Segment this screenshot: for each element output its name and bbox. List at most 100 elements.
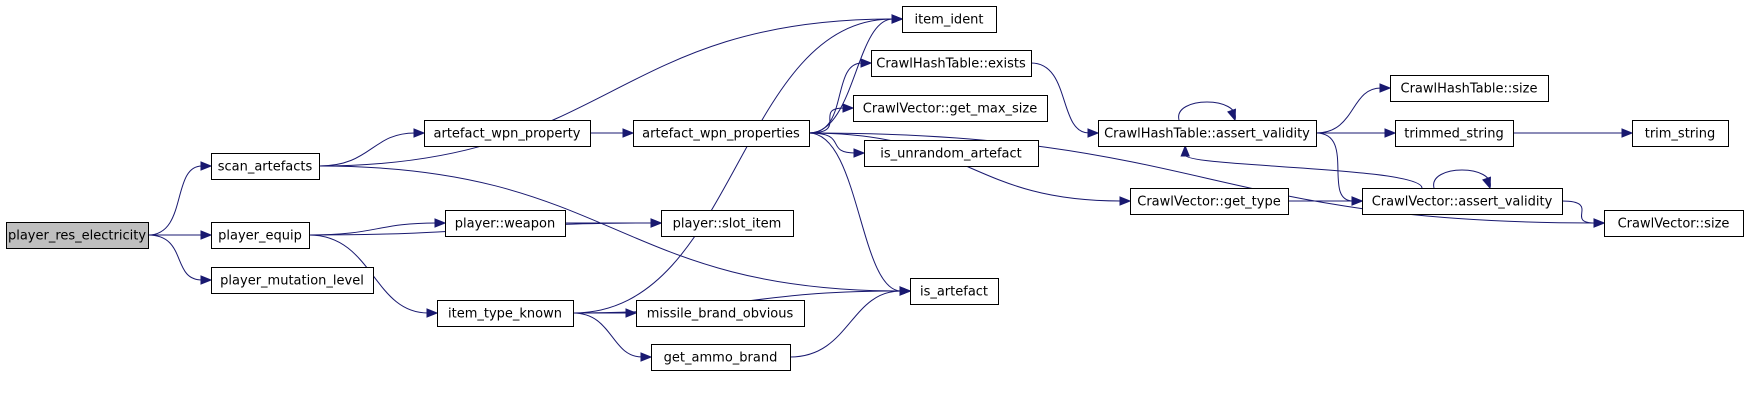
node-label: player::slot_item bbox=[673, 217, 782, 232]
arrowhead-player_res_electricity-to-player_equip bbox=[200, 230, 213, 240]
node-box bbox=[853, 95, 1048, 122]
node-chash_size[interactable]: CrawlHashTable::size bbox=[1390, 75, 1549, 102]
node-label: CrawlHashTable::assert_validity bbox=[1104, 127, 1310, 142]
edge-player_res_electricity-to-player_mutation_level bbox=[147, 234, 203, 281]
node-box bbox=[445, 210, 566, 237]
node-box bbox=[902, 6, 997, 33]
arrowhead-chash_assert_validity-to-chash_assert_validity bbox=[1227, 108, 1237, 122]
edge-scan_artefacts-to-artefact_wpn_property bbox=[318, 132, 416, 167]
node-cvec_get_type[interactable]: CrawlVector::get_type bbox=[1130, 188, 1289, 215]
arrowhead-item_type_known-to-missile_brand_obvious bbox=[625, 308, 638, 318]
arrowhead-player_weapon-to-player_slot_item bbox=[650, 218, 663, 228]
node-chash_assert_validity[interactable]: CrawlHashTable::assert_validity bbox=[1098, 120, 1317, 147]
node-label: is_unrandom_artefact bbox=[880, 147, 1021, 162]
node-box bbox=[1390, 75, 1549, 102]
node-trim_string[interactable]: trim_string bbox=[1632, 120, 1729, 147]
node-label: CrawlVector::get_max_size bbox=[863, 102, 1037, 117]
node-box bbox=[6, 222, 149, 249]
arrowhead-artefact_wpn_properties-to-item_ident bbox=[891, 14, 904, 24]
arrowhead-item_type_known-to-get_ammo_brand bbox=[640, 352, 653, 362]
node-label: CrawlVector::get_type bbox=[1137, 195, 1280, 210]
node-box bbox=[1395, 120, 1514, 147]
node-label: is_artefact bbox=[920, 285, 988, 300]
node-box bbox=[211, 267, 374, 294]
node-chash_exists[interactable]: CrawlHashTable::exists bbox=[871, 50, 1032, 77]
node-cvec_assert_validity[interactable]: CrawlVector::assert_validity bbox=[1362, 188, 1563, 215]
arrowhead-chash_assert_validity-to-chash_size bbox=[1379, 83, 1392, 93]
node-player_weapon[interactable]: player::weapon bbox=[445, 210, 566, 237]
node-box bbox=[1130, 188, 1289, 215]
node-box bbox=[651, 344, 791, 371]
edge-artefact_wpn_properties-to-is_artefact bbox=[808, 132, 902, 292]
node-player_res_electricity[interactable]: player_res_electricity bbox=[6, 222, 149, 249]
arrowhead-scan_artefacts-to-artefact_wpn_property bbox=[413, 128, 426, 138]
node-label: artefact_wpn_properties bbox=[642, 127, 800, 142]
edge-item_type_known-to-get_ammo_brand bbox=[572, 312, 643, 358]
node-box bbox=[1604, 210, 1744, 237]
node-box bbox=[1098, 120, 1317, 147]
node-box bbox=[871, 50, 1032, 77]
node-player_mutation_level[interactable]: player_mutation_level bbox=[211, 267, 374, 294]
arrowhead-artefact_wpn_properties-to-cvec_get_type bbox=[1119, 196, 1132, 206]
edge-chash_exists-to-chash_assert_validity bbox=[1030, 62, 1090, 134]
node-is_artefact[interactable]: is_artefact bbox=[910, 278, 999, 305]
node-box bbox=[661, 210, 794, 237]
edge-artefact_wpn_properties-to-chash_exists bbox=[808, 62, 863, 134]
edge-cvec_assert_validity-to-cvec_assert_validity bbox=[1433, 169, 1491, 189]
arrowhead-artefact_wpn_property-to-artefact_wpn_properties bbox=[622, 128, 635, 138]
arrowhead-cvec_assert_validity-to-cvec_assert_validity bbox=[1482, 176, 1492, 190]
edge-player_res_electricity-to-scan_artefacts bbox=[147, 165, 203, 236]
arrowhead-trimmed_string-to-trim_string bbox=[1621, 128, 1634, 138]
node-label: scan_artefacts bbox=[218, 160, 313, 175]
arrowhead-cvec_assert_validity-to-chash_assert_validity bbox=[1180, 144, 1190, 157]
node-box bbox=[437, 300, 574, 327]
edge-item_type_known-to-item_ident bbox=[572, 18, 894, 314]
node-box bbox=[1362, 188, 1563, 215]
edge-get_ammo_brand-to-is_artefact bbox=[789, 290, 902, 358]
edge-chash_assert_validity-to-cvec_assert_validity bbox=[1315, 132, 1354, 202]
node-box bbox=[633, 120, 810, 147]
edge-artefact_wpn_properties-to-cvec_get_max_size bbox=[808, 107, 845, 134]
arrowhead-artefact_wpn_properties-to-is_unrandom_artefact bbox=[853, 148, 866, 158]
node-label: CrawlVector::size bbox=[1618, 217, 1730, 232]
node-box bbox=[910, 278, 999, 305]
arrowhead-player_equip-to-item_type_known bbox=[426, 308, 439, 318]
edge-chash_assert_validity-to-chash_assert_validity bbox=[1178, 101, 1236, 121]
node-label: artefact_wpn_property bbox=[434, 127, 581, 142]
node-box bbox=[211, 222, 310, 249]
edge-cvec_assert_validity-to-chash_assert_validity bbox=[1184, 154, 1423, 189]
arrowhead-chash_exists-to-chash_assert_validity bbox=[1087, 128, 1100, 138]
node-label: player_res_electricity bbox=[8, 229, 146, 244]
node-cvec_get_max_size[interactable]: CrawlVector::get_max_size bbox=[853, 95, 1048, 122]
node-is_unrandom_artefact[interactable]: is_unrandom_artefact bbox=[864, 140, 1039, 167]
node-label: player_mutation_level bbox=[220, 274, 364, 289]
node-label: missile_brand_obvious bbox=[647, 307, 794, 322]
node-cvec_size[interactable]: CrawlVector::size bbox=[1604, 210, 1744, 237]
node-box bbox=[1632, 120, 1729, 147]
node-player_slot_item[interactable]: player::slot_item bbox=[661, 210, 794, 237]
node-trimmed_string[interactable]: trimmed_string bbox=[1395, 120, 1514, 147]
call-graph-nodes: player_res_electricity scan_artefactsplay… bbox=[6, 6, 1744, 371]
arrowhead-chash_assert_validity-to-trimmed_string bbox=[1384, 128, 1397, 138]
arrowhead-artefact_wpn_properties-to-cvec_get_max_size bbox=[842, 103, 855, 113]
node-item_ident[interactable]: item_ident bbox=[902, 6, 997, 33]
node-artefact_wpn_properties[interactable]: artefact_wpn_properties bbox=[633, 120, 810, 147]
arrowhead-cvec_get_type-to-cvec_assert_validity bbox=[1351, 196, 1364, 206]
node-missile_brand_obvious[interactable]: missile_brand_obvious bbox=[636, 300, 805, 327]
node-label: CrawlHashTable::size bbox=[1401, 82, 1538, 97]
arrowhead-player_res_electricity-to-player_mutation_level bbox=[200, 275, 213, 285]
edge-artefact_wpn_properties-to-cvec_size bbox=[808, 132, 1596, 224]
edge-scan_artefacts-to-is_artefact bbox=[318, 165, 902, 292]
edge-artefact_wpn_properties-to-is_unrandom_artefact bbox=[808, 132, 856, 154]
edge-chash_assert_validity-to-chash_size bbox=[1315, 87, 1382, 134]
node-artefact_wpn_property[interactable]: artefact_wpn_property bbox=[424, 120, 591, 147]
node-player_equip[interactable]: player_equip bbox=[211, 222, 310, 249]
node-label: item_type_known bbox=[448, 307, 562, 322]
node-scan_artefacts[interactable]: scan_artefacts bbox=[211, 153, 320, 180]
arrowhead-player_equip-to-player_weapon bbox=[434, 218, 447, 228]
arrowhead-artefact_wpn_properties-to-is_artefact bbox=[899, 286, 912, 296]
node-label: CrawlHashTable::exists bbox=[876, 57, 1026, 72]
node-get_ammo_brand[interactable]: get_ammo_brand bbox=[651, 344, 791, 371]
node-item_type_known[interactable]: item_type_known bbox=[437, 300, 574, 327]
node-label: player_equip bbox=[218, 229, 302, 244]
